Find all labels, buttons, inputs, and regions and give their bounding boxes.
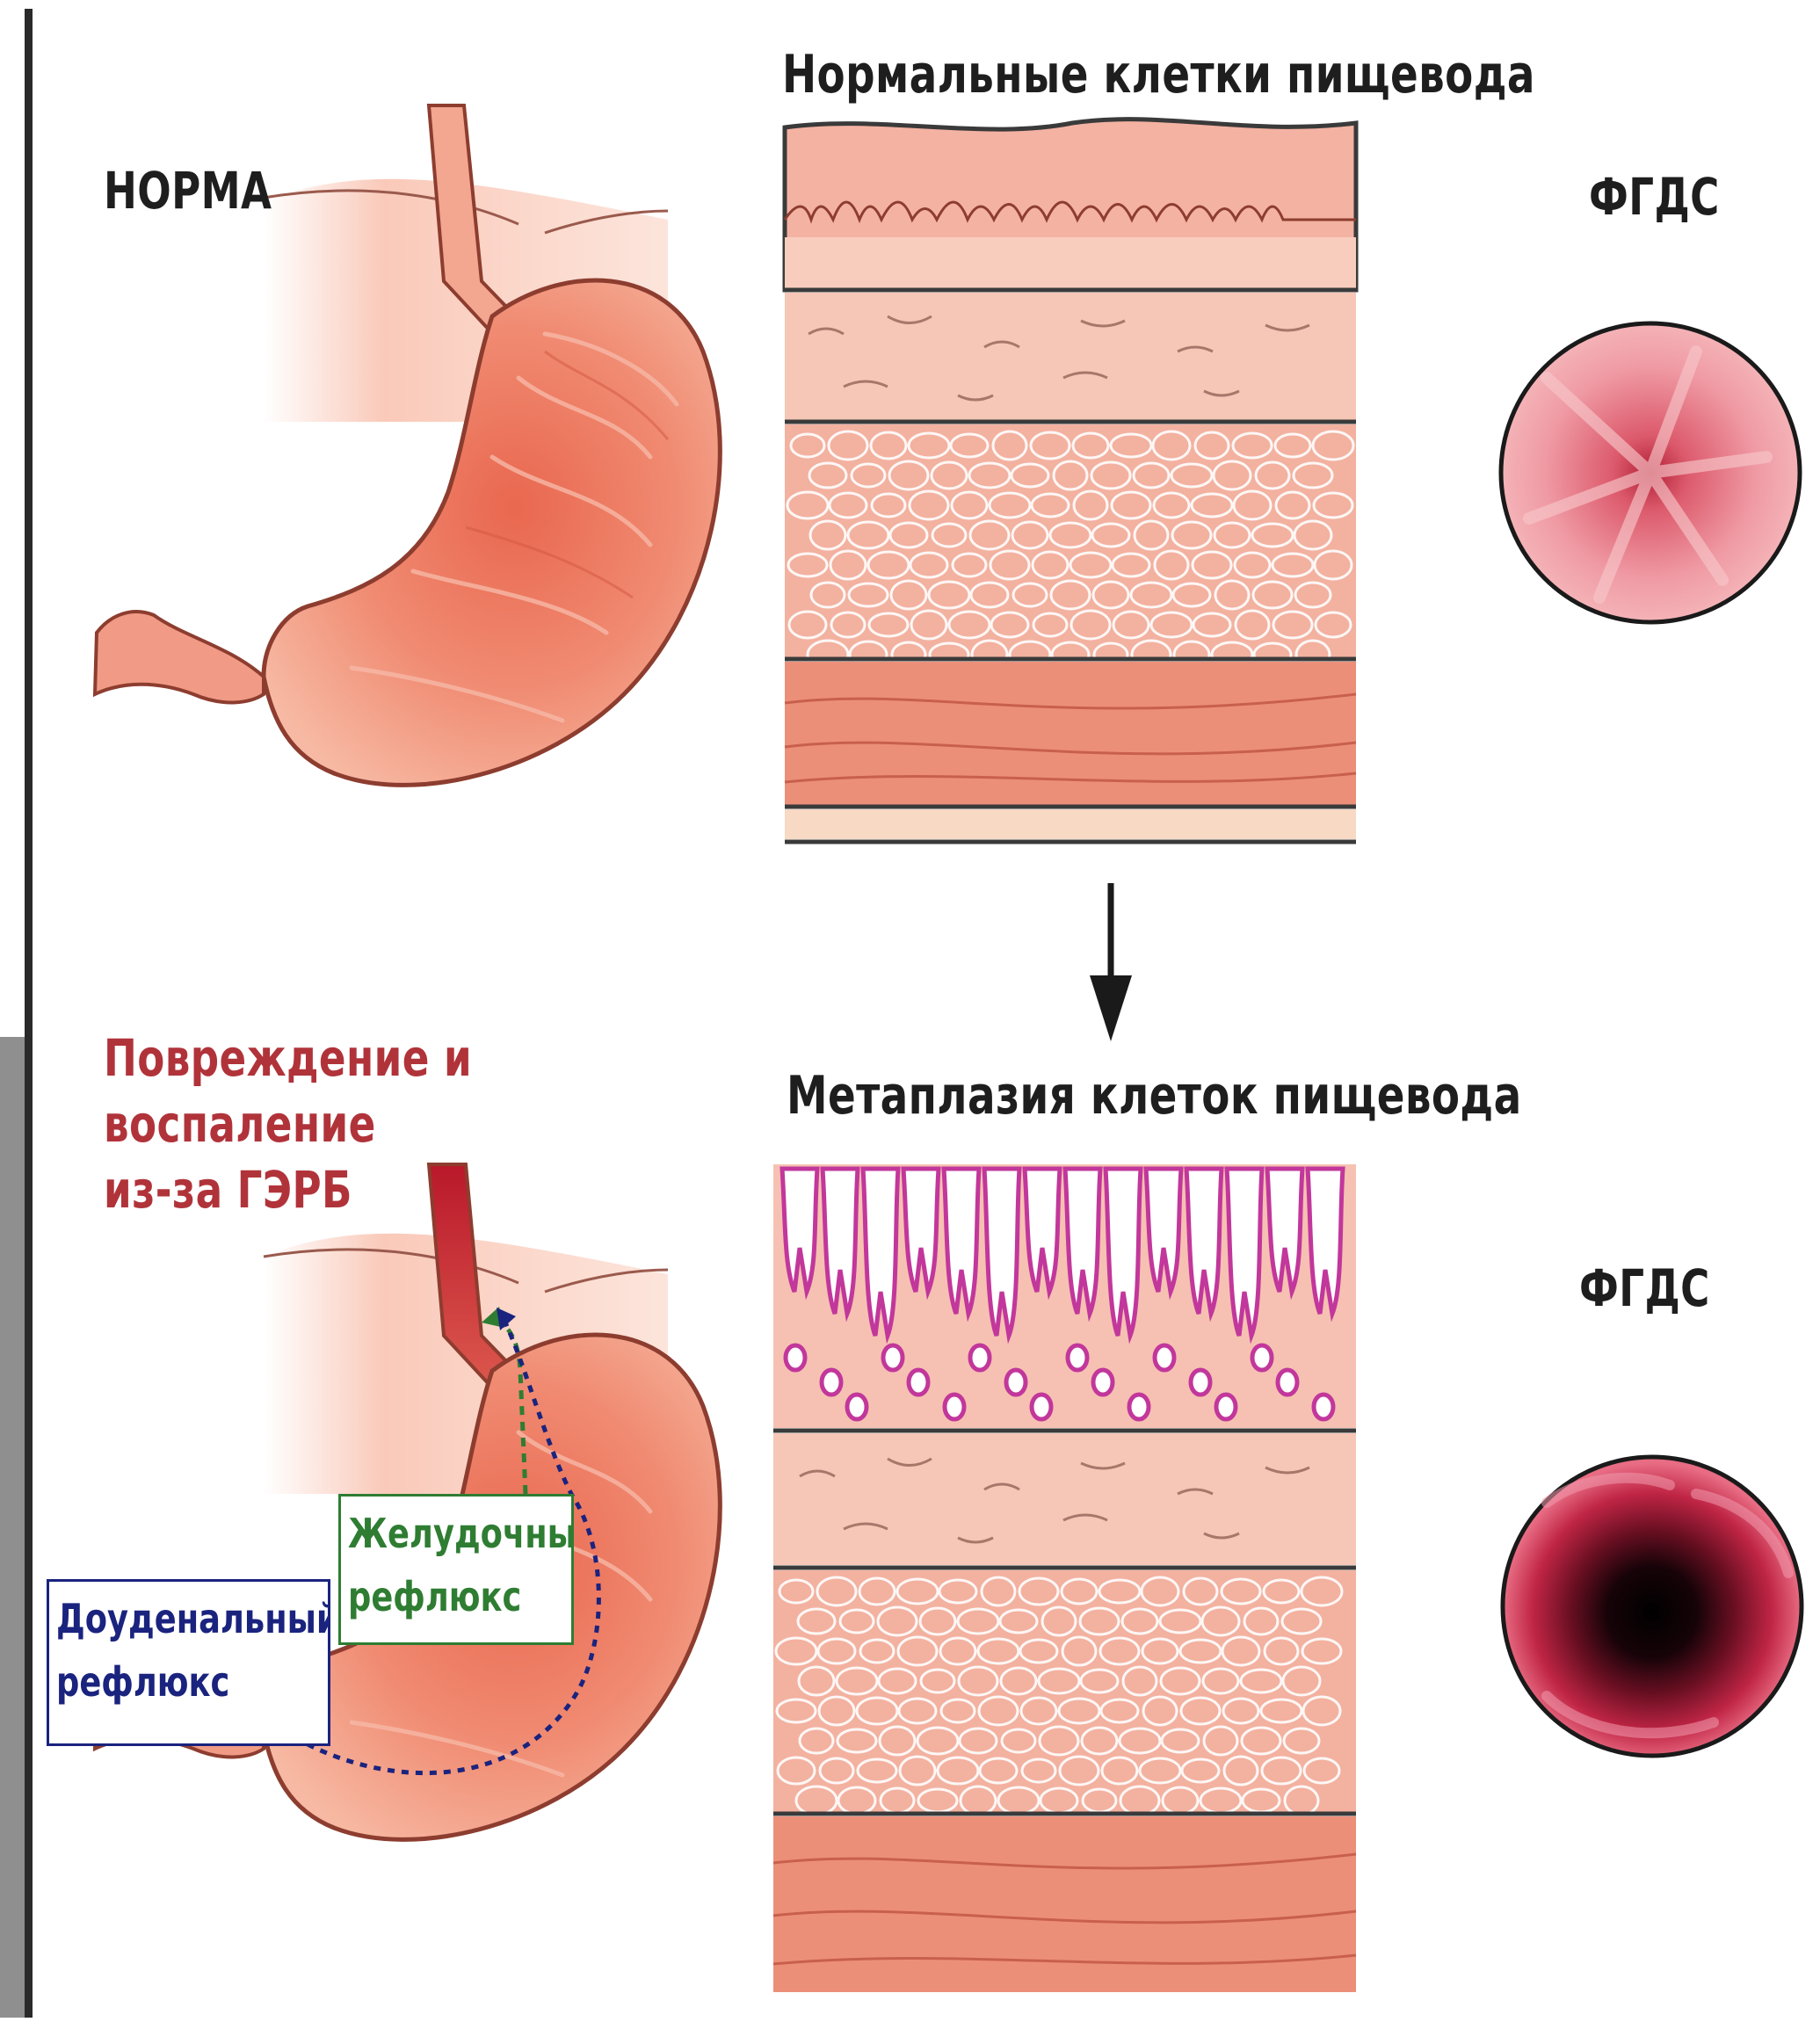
damage-title-line2: воспаление: [104, 1092, 376, 1156]
normal-title: НОРМА: [104, 161, 272, 221]
normal-cells-title: Нормальные клетки пищевода: [782, 44, 1535, 105]
damage-title-line3: из-за ГЭРБ: [104, 1158, 352, 1221]
down-arrow-icon: [1090, 883, 1132, 1041]
gastric-reflux-line1: Желудочный: [348, 1502, 521, 1565]
endoscopy-inflamed-image: [1503, 1457, 1802, 1756]
gastric-reflux-label: Желудочный рефлюкс: [338, 1494, 574, 1645]
gastric-reflux-line2: рефлюкс: [348, 1565, 521, 1628]
frame-border: [25, 9, 33, 2018]
metaplasia-tissue-cross-section: [773, 1164, 1356, 1992]
metaplasia-title: Метаплазия клеток пищевода: [787, 1065, 1522, 1127]
damage-title-line1: Повреждение и: [104, 1026, 472, 1090]
duodenal-reflux-line2: рефлюкс: [56, 1650, 268, 1714]
fgds-top-label: ФГДС: [1589, 167, 1720, 227]
duodenal-reflux-label: Доуденальный рефлюкс: [47, 1579, 330, 1746]
duodenal-reflux-line1: Доуденальный: [56, 1587, 268, 1650]
fgds-bottom-label: ФГДС: [1579, 1258, 1710, 1318]
normal-tissue-cross-section: [785, 120, 1356, 842]
endoscopy-normal-image: [1501, 323, 1800, 622]
frame-shadow: [0, 1037, 25, 2018]
